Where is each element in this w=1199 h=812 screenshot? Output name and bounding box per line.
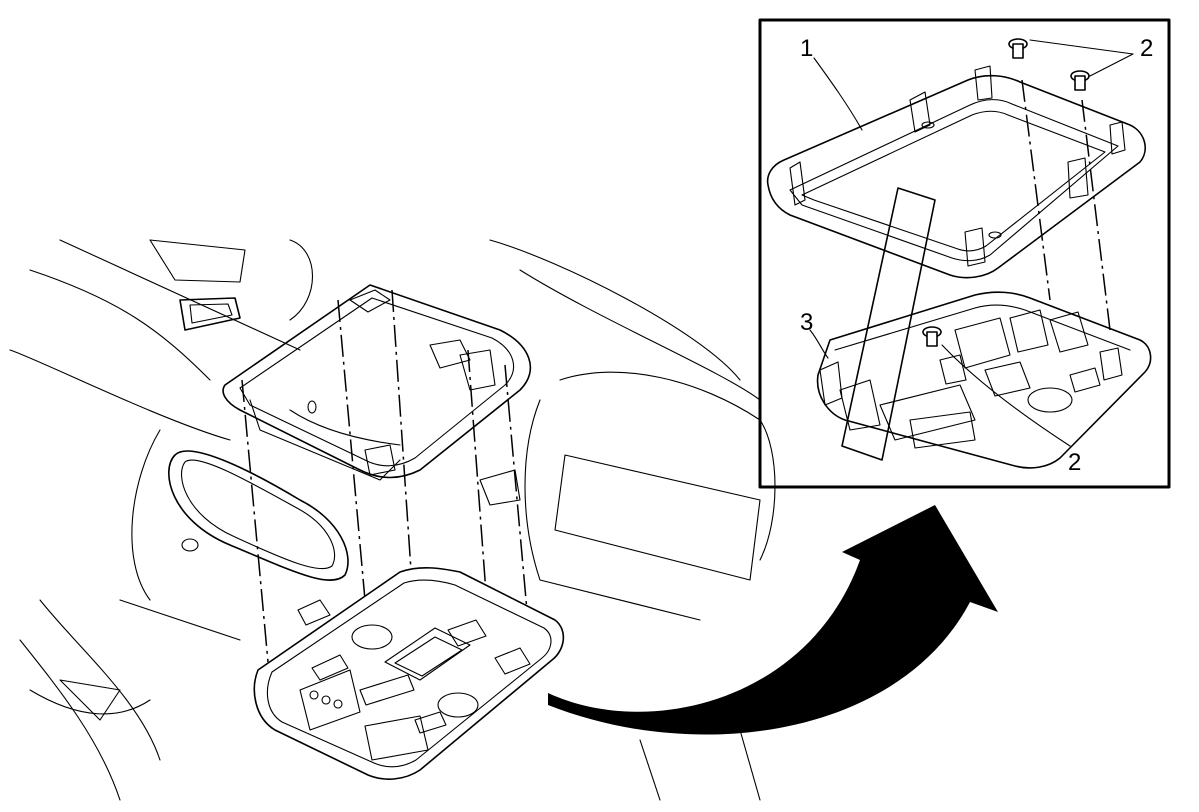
leader-2c [941, 344, 1071, 447]
leader-3 [809, 329, 829, 359]
callout-2-top: 2 [1140, 35, 1153, 62]
overhead-console-removed [253, 567, 565, 780]
inset-border [758, 18, 1171, 489]
leader-2a [1029, 39, 1134, 55]
callout-3: 3 [800, 309, 813, 336]
fastener-console [922, 326, 942, 347]
leader-2b [1089, 53, 1134, 77]
detail-inset: 1 2 3 2 [758, 18, 1171, 489]
headliner-overview [9, 239, 776, 801]
callout-1: 1 [800, 35, 813, 62]
direction-arrow [548, 505, 998, 735]
fastener-top-right [1070, 70, 1090, 91]
callout-2-bottom: 2 [1068, 449, 1081, 476]
leader-1 [813, 57, 863, 131]
console-assembly [816, 291, 1152, 469]
fastener-top-left [1008, 38, 1028, 59]
trim-frame [766, 65, 1146, 279]
